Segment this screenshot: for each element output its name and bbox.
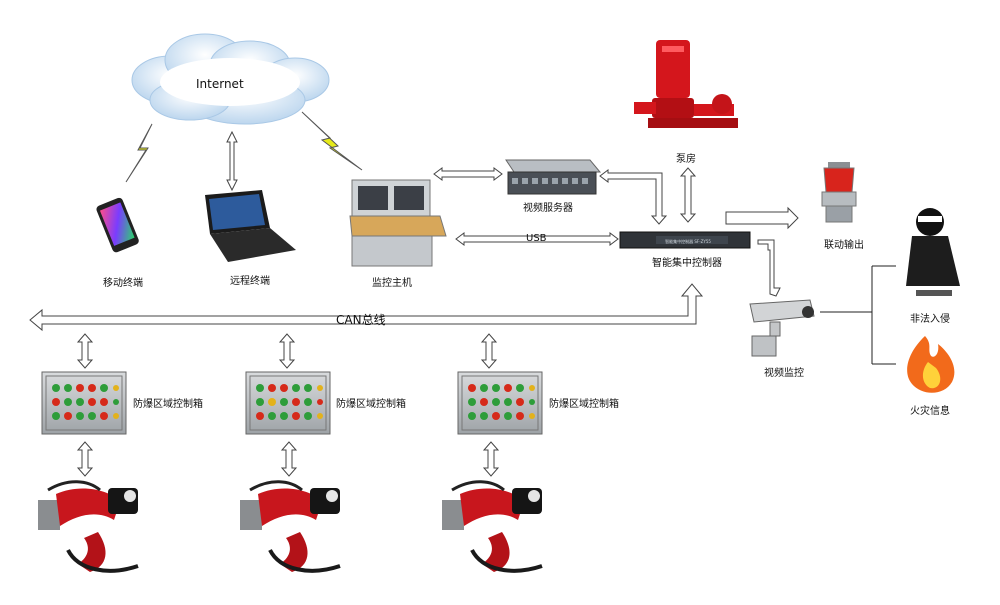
alarm-light-icon (821, 162, 857, 223)
controller-label: 智能集中控制器 (652, 258, 722, 269)
fire-monitor-2-icon (240, 480, 341, 573)
can-bus-arrow (29, 283, 704, 332)
security-camera-icon (749, 299, 815, 357)
wireless-link-right-icon (301, 111, 363, 171)
box-cannon-arrows (76, 441, 500, 477)
control-box-1-icon (41, 371, 127, 435)
pump-room-label: 泵房 (676, 154, 696, 165)
control-box-2-icon (245, 371, 331, 435)
control-box-1-label: 防爆区域控制箱 (133, 399, 203, 410)
bus-box-arrows (76, 333, 498, 369)
control-box-2-label: 防爆区域控制箱 (336, 399, 406, 410)
can-bus-label: CAN总线 (336, 313, 386, 327)
fire-monitor-1-icon (38, 480, 139, 573)
monitor-host-label: 监控主机 (372, 278, 412, 289)
usb-arrow (455, 232, 619, 246)
fire-info-label: 火灾信息 (910, 406, 950, 417)
usb-label: USB (526, 233, 547, 244)
wireless-link-left-icon (125, 123, 153, 183)
console-server-arrow (433, 167, 503, 181)
internet-cloud-icon (131, 33, 330, 125)
fire-pump-icon (634, 40, 738, 128)
video-server-label: 视频服务器 (523, 203, 573, 214)
video-server-icon (505, 159, 602, 195)
sensor-connectors (820, 265, 896, 365)
controller-alarm-arrow (725, 206, 799, 230)
controller-device-text: 智能集中控制器 SF-ZY55 (665, 238, 711, 244)
video-monitoring-label: 视频监控 (764, 368, 804, 379)
intruder-icon (906, 208, 960, 296)
controller-device-icon (619, 231, 751, 249)
intrusion-label: 非法入侵 (910, 314, 950, 325)
laptop-icon (205, 190, 296, 262)
server-controller-arrow (599, 169, 668, 225)
remote-terminal-label: 远程终端 (230, 276, 270, 287)
linkage-output-label: 联动输出 (824, 240, 864, 251)
fire-icon (907, 336, 955, 393)
fire-monitor-3-icon (442, 480, 543, 573)
pump-controller-arrow (679, 167, 697, 223)
control-box-3-label: 防爆区域控制箱 (549, 399, 619, 410)
internet-label: Internet (196, 77, 244, 91)
cloud-remote-arrow (226, 130, 238, 192)
control-box-3-icon (457, 371, 543, 435)
camera-controller-arrow (757, 239, 781, 297)
mobile-terminal-label: 移动终端 (103, 278, 143, 289)
mobile-phone-icon (96, 197, 139, 253)
monitor-console-icon (349, 179, 447, 267)
